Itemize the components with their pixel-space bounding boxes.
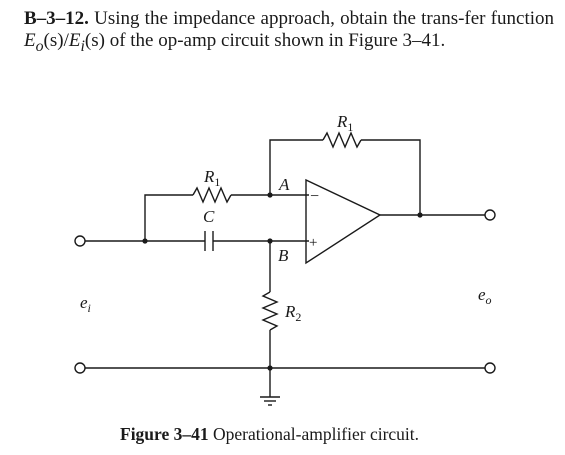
label-ei: ei [80, 293, 91, 315]
junction-node-b [267, 238, 273, 244]
figure-number: Figure 3–41 [120, 424, 209, 444]
label-r1-top: R1 [336, 112, 353, 134]
transfer-denominator-var: E [68, 30, 81, 51]
feedback-wire-left [269, 139, 323, 195]
terminal-input-bottom [74, 362, 86, 374]
label-capacitor: C [203, 207, 215, 226]
transfer-separator: (s)/ [43, 30, 69, 51]
label-r2: R2 [284, 302, 301, 324]
junction-ground [267, 365, 273, 371]
transfer-end: (s) [84, 30, 105, 51]
junction-output [417, 212, 423, 218]
resistor-r2 [261, 291, 279, 331]
problem-text-before: Using the impedance approach, obtain the… [88, 8, 554, 29]
junction-input [142, 238, 148, 244]
label-r1-middle: R1 [203, 167, 220, 189]
label-node-a: A [278, 175, 290, 194]
transfer-numerator-var: E [24, 30, 36, 51]
op-amp-minus-sign: − [310, 188, 319, 205]
feedback-wire-right [361, 139, 421, 215]
figure-caption-text: Operational-amplifier circuit. [208, 424, 420, 444]
terminal-output-bottom [484, 362, 496, 374]
resistor-r1-top [322, 131, 362, 149]
problem-number: B–3–12. [24, 8, 89, 29]
resistor-r1-middle [192, 186, 232, 204]
transfer-numerator-sub: o [35, 37, 44, 55]
junction-node-a [267, 192, 273, 198]
r1-branch-wire-left [144, 194, 193, 241]
op-amp-triangle [305, 178, 382, 265]
label-eo: eo [478, 285, 492, 307]
terminal-input-top [74, 235, 86, 247]
transfer-denominator-sub: i [80, 37, 85, 55]
problem-statement: B–3–12. Using the impedance approach, ob… [24, 8, 554, 58]
label-node-b: B [278, 246, 289, 265]
op-amp-plus-sign: + [309, 235, 317, 251]
terminal-output-top [484, 209, 496, 221]
problem-text-after: of the op-amp circuit shown in Figure 3–… [104, 30, 446, 51]
figure-caption: Figure 3–41 Operational-amplifier circui… [120, 424, 419, 445]
